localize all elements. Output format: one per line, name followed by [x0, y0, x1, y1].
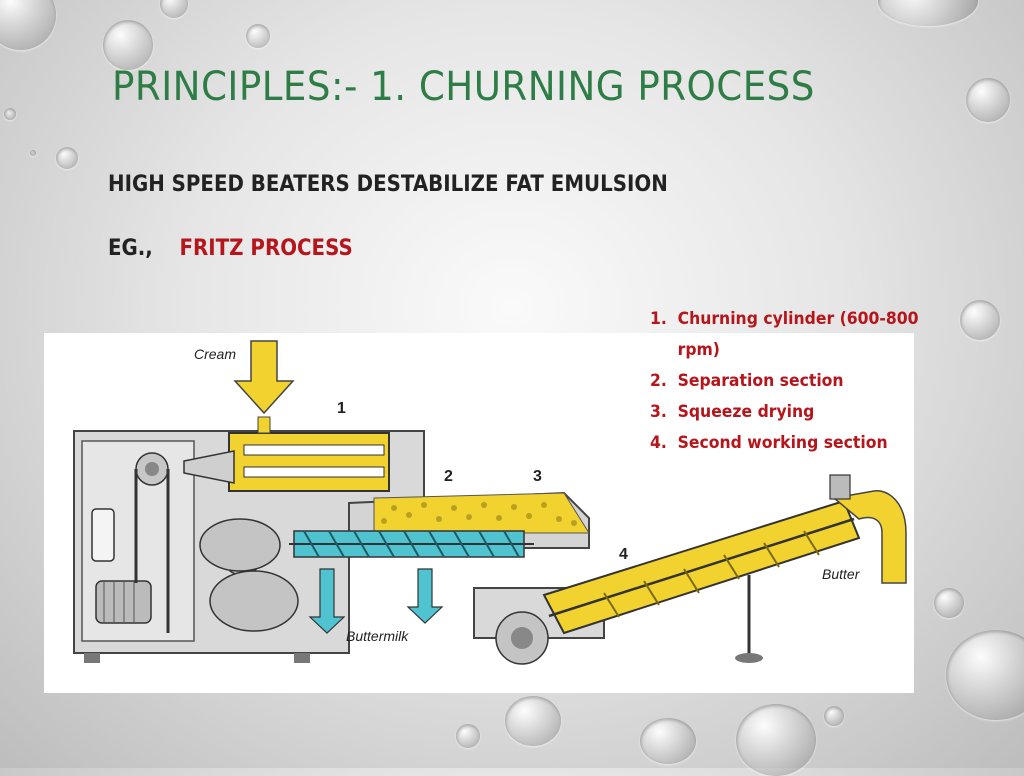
diagram-marker-1: 1	[337, 400, 346, 417]
slide-title: PRINCIPLES:- 1. CHURNING PROCESS	[112, 64, 815, 110]
diagram-label-cream: Cream	[194, 346, 236, 362]
process-step: 1. Churning cylinder (600-800 rpm)	[650, 304, 926, 366]
water-droplet	[246, 24, 270, 48]
diagram-marker-2: 2	[444, 468, 453, 485]
water-droplet	[505, 696, 561, 746]
step-text: Squeeze drying	[677, 402, 815, 422]
water-droplet	[736, 704, 816, 776]
process-steps-list: 1. Churning cylinder (600-800 rpm) 2. Se…	[650, 304, 950, 459]
water-droplet	[824, 706, 844, 726]
step-text: Separation section	[677, 371, 844, 391]
example-process-name: FRITZ PROCESS	[179, 236, 353, 261]
water-droplet	[946, 630, 1024, 720]
water-droplet	[56, 147, 78, 169]
water-droplet	[4, 108, 16, 120]
fritz-process-diagram: Cream Buttermilk Butter 1 2 3 4	[44, 333, 914, 693]
step-number: 2.	[650, 371, 667, 391]
diagram-label-buttermilk: Buttermilk	[346, 628, 409, 644]
water-droplet	[160, 0, 188, 18]
water-droplet	[878, 0, 978, 26]
diagram-marker-3: 3	[533, 468, 542, 485]
slide-subtitle: HIGH SPEED BEATERS DESTABILIZE FAT EMULS…	[108, 172, 668, 197]
water-droplet	[966, 78, 1010, 122]
step-text: Churning cylinder (600-800 rpm)	[677, 309, 919, 360]
water-droplet	[960, 300, 1000, 340]
process-step: 2. Separation section	[650, 366, 926, 397]
water-droplet	[103, 20, 153, 70]
example-prefix: EG.,	[108, 236, 153, 261]
step-number: 1.	[650, 309, 667, 329]
water-droplet	[30, 150, 36, 156]
process-step: 4. Second working section	[650, 428, 926, 459]
example-line: EG., FRITZ PROCESS	[108, 236, 353, 261]
step-text: Second working section	[677, 433, 888, 453]
step-number: 3.	[650, 402, 667, 422]
step-number: 4.	[650, 433, 667, 453]
diagram-marker-4: 4	[619, 546, 628, 563]
water-droplet	[0, 0, 56, 50]
water-droplet	[934, 588, 964, 618]
process-step: 3. Squeeze drying	[650, 397, 926, 428]
diagram-label-butter: Butter	[822, 566, 861, 582]
water-droplet	[456, 724, 480, 748]
water-droplet	[640, 718, 696, 764]
